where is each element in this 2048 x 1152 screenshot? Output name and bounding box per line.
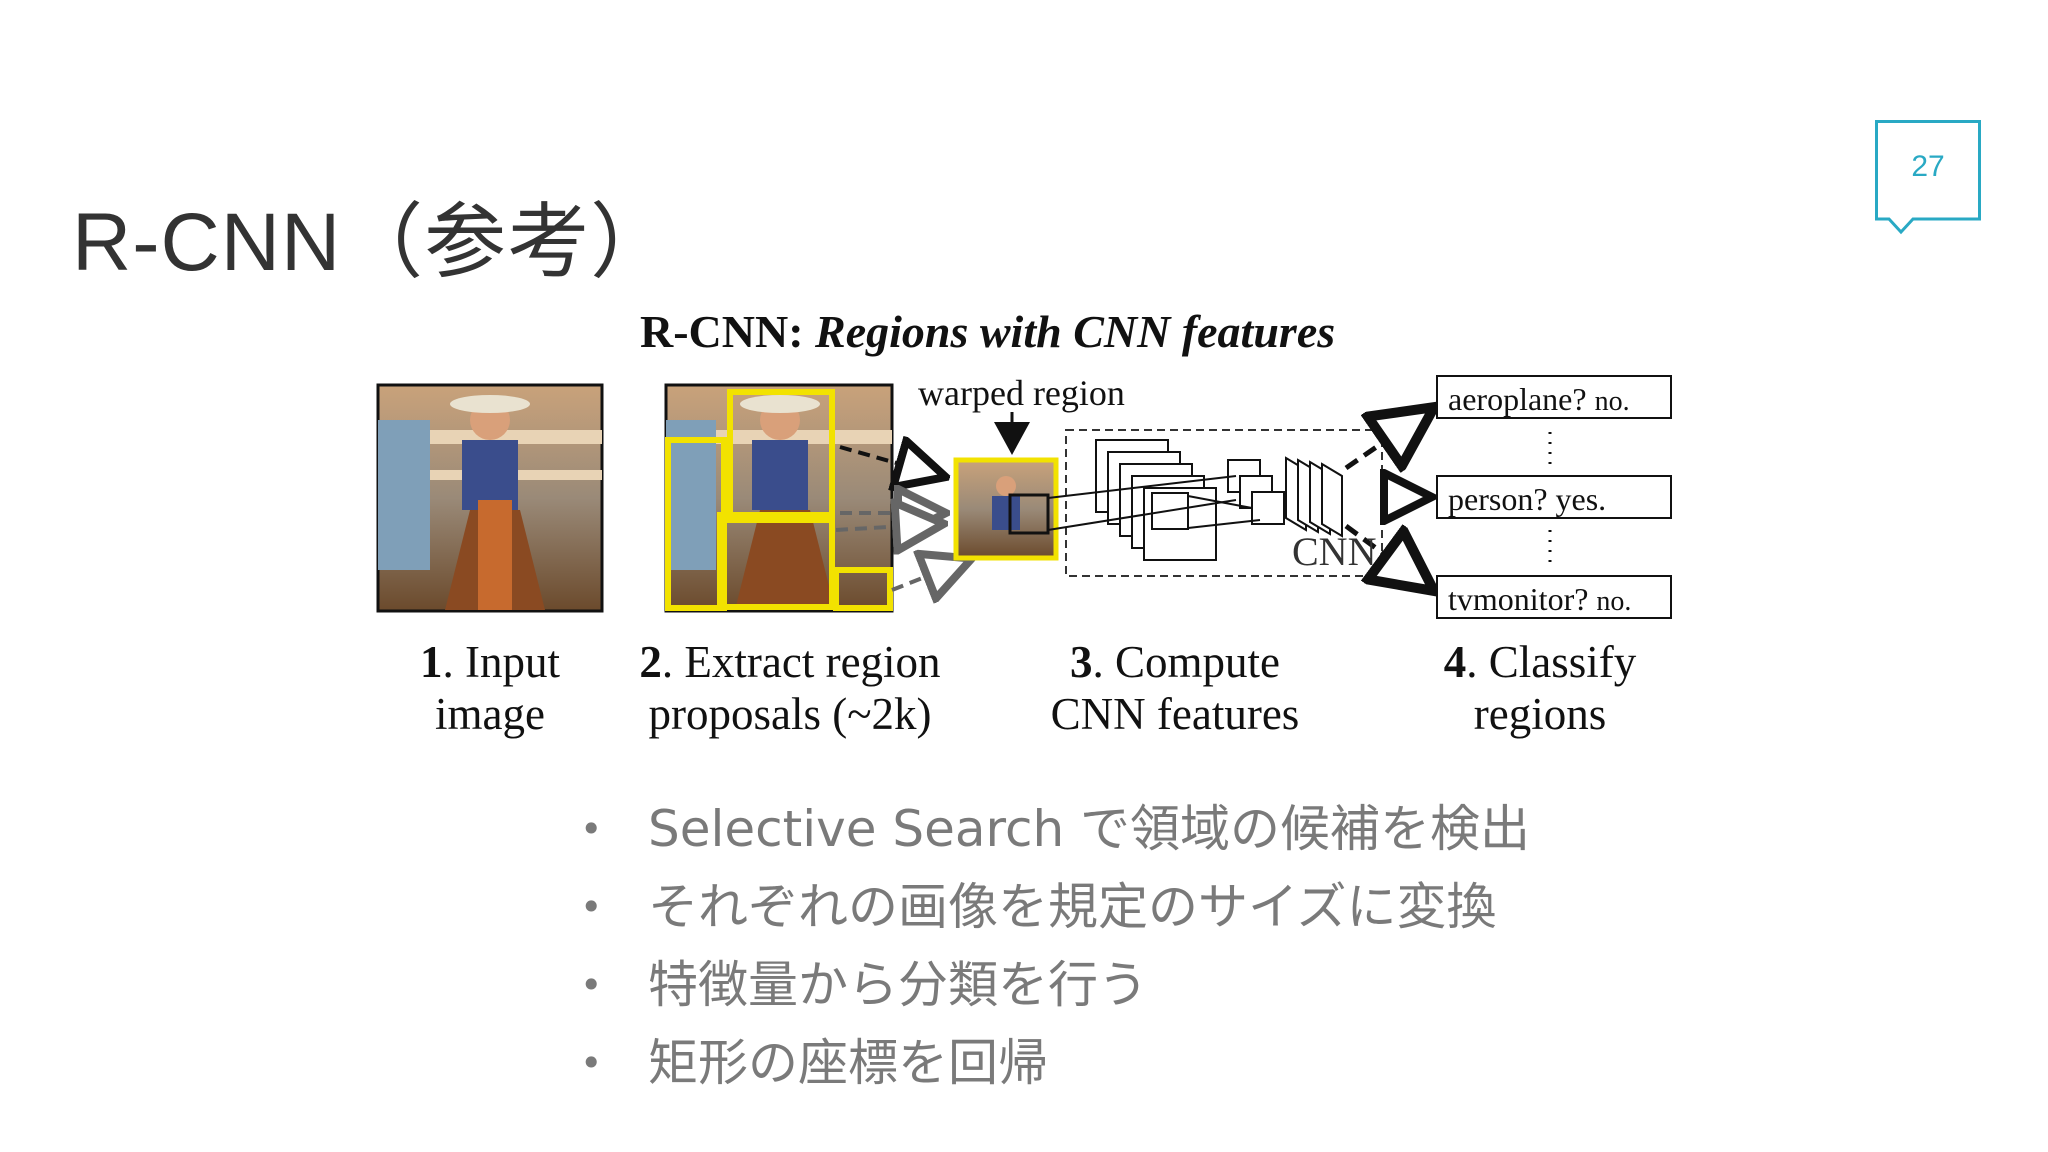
- class-label: tvmonitor?: [1448, 581, 1589, 617]
- page-number-badge: 27: [1875, 120, 1981, 235]
- step-number: 2: [639, 637, 662, 687]
- bullet-dot-icon: •: [580, 885, 603, 929]
- bullet-text: それぞれの画像を規定のサイズに変換: [648, 878, 1497, 936]
- bullet-text: 矩形の座標を回帰: [648, 1034, 1048, 1092]
- warp-arrows: [835, 412, 1030, 590]
- page-number: 27: [1911, 150, 1945, 183]
- proposals-image: [664, 383, 894, 613]
- class-box-tvmonitor: tvmonitor? no.: [1436, 575, 1672, 619]
- class-answer: no.: [1596, 586, 1632, 617]
- class-label: person?: [1448, 481, 1548, 517]
- step-number: 3: [1070, 637, 1093, 687]
- step-text-line2: CNN features: [1050, 689, 1300, 739]
- class-answer: no.: [1594, 386, 1630, 417]
- bullet-dot-icon: •: [580, 963, 603, 1007]
- class-label: aeroplane?: [1448, 381, 1587, 417]
- class-box-person: person? yes.: [1436, 475, 1672, 519]
- bullet-item: • Selective Search で領域の候補を検出: [580, 790, 1530, 868]
- bullet-dot-icon: •: [580, 1041, 603, 1085]
- step-text-line1: . Extract region: [661, 637, 941, 687]
- cnn-label: CNN: [1292, 529, 1377, 574]
- step-number: 1: [420, 637, 443, 687]
- figure-title: R-CNN: Regions with CNN features: [640, 305, 1335, 358]
- step-text-line2: image: [435, 689, 545, 739]
- bullet-dot-icon: •: [580, 807, 603, 851]
- step-text-line2: proposals (~2k): [648, 689, 932, 739]
- step-number: 4: [1443, 637, 1467, 687]
- class-answer: yes.: [1555, 481, 1607, 517]
- slide-title: R-CNN（参考）: [72, 197, 674, 288]
- proposal-boxes: [665, 389, 893, 611]
- step-text-line1: . Input: [442, 637, 561, 687]
- warped-region-label: warped region: [918, 373, 1125, 413]
- bullet-item: • それぞれの画像を規定のサイズに変換: [580, 868, 1530, 946]
- bullet-list: • Selective Search で領域の候補を検出 • それぞれの画像を規定の…: [580, 790, 1530, 1102]
- step-text-line2: regions: [1473, 689, 1607, 739]
- bullet-text: 特徴量から分類を行う: [648, 956, 1148, 1014]
- step-text-line1: . Compute: [1092, 637, 1281, 687]
- bullet-item: • 特徴量から分類を行う: [580, 946, 1530, 1024]
- input-image: [376, 383, 604, 613]
- classify-arrows: [1344, 410, 1552, 588]
- warped-region-image: [953, 457, 1059, 561]
- figure-title-bold: R-CNN:: [640, 306, 816, 357]
- cnn-block: [1047, 429, 1383, 577]
- step-text-line1: . Classify: [1466, 637, 1637, 687]
- class-box-aeroplane: aeroplane? no.: [1436, 375, 1672, 419]
- bullet-text: Selective Search で領域の候補を検出: [648, 800, 1531, 858]
- bullet-item: • 矩形の座標を回帰: [580, 1024, 1530, 1102]
- figure-title-italic: Regions with CNN features: [815, 306, 1336, 357]
- speech-bubble-icon: [1875, 120, 1981, 235]
